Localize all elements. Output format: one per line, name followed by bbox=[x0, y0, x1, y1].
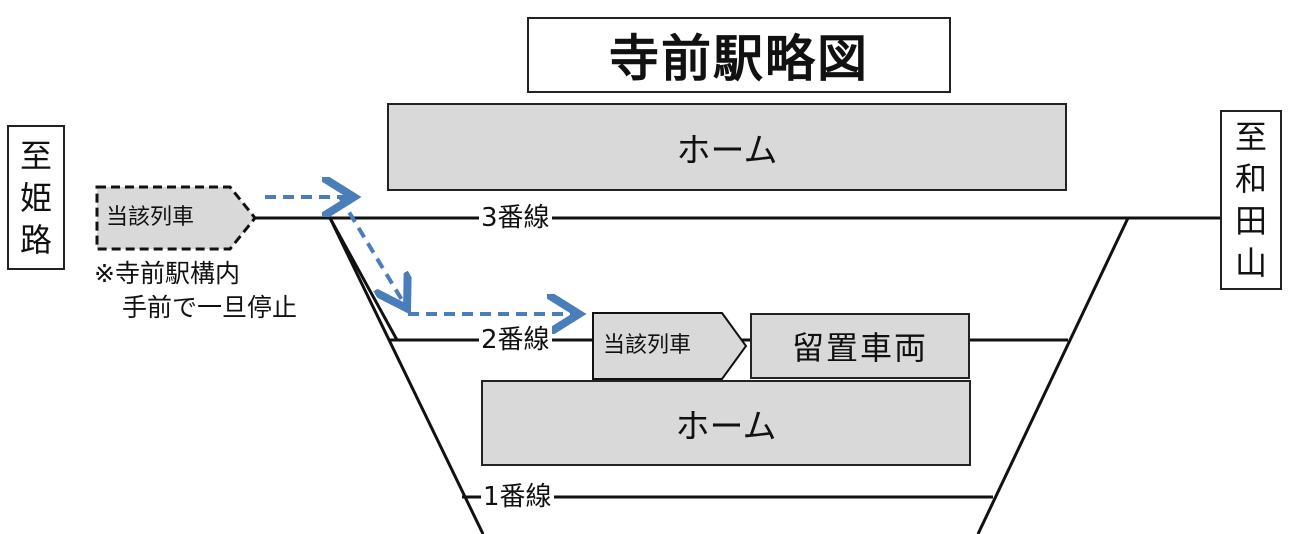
destination-right-char: 至 bbox=[1234, 118, 1267, 156]
stop-note-line2: 手前で一旦停止 bbox=[122, 293, 298, 322]
platform-lower-label: ホーム bbox=[675, 406, 777, 447]
diagram-title-text: 寺前駅略図 bbox=[609, 30, 869, 88]
parked-vehicle: 留置車両 bbox=[750, 313, 970, 379]
arrived-train-shape bbox=[592, 312, 748, 380]
destination-right-char: 田 bbox=[1234, 202, 1267, 240]
movement-path-arrow-2 bbox=[338, 195, 405, 305]
destination-left-char: 路 bbox=[19, 220, 52, 259]
platform-upper-label: ホーム bbox=[676, 130, 778, 171]
destination-right-char: 和 bbox=[1234, 160, 1267, 198]
track-3-label: 3番線 bbox=[479, 203, 552, 233]
platform-lower: ホーム bbox=[481, 380, 971, 466]
right-diverge-line bbox=[976, 217, 1130, 534]
approaching-train-shape bbox=[95, 185, 257, 251]
destination-right-char: 山 bbox=[1234, 244, 1267, 282]
destination-left-char: 姫 bbox=[19, 178, 52, 217]
destination-right: 至 和 田 山 bbox=[1220, 110, 1282, 290]
destination-left: 至 姫 路 bbox=[7, 125, 65, 270]
approaching-train-label: 当該列車 bbox=[106, 205, 195, 230]
destination-left-char: 至 bbox=[19, 136, 52, 175]
track-2-label: 2番線 bbox=[479, 325, 552, 355]
parked-vehicle-label: 留置車両 bbox=[791, 329, 928, 367]
track-1-label: 1番線 bbox=[481, 482, 554, 512]
diagram-title: 寺前駅略図 bbox=[527, 17, 951, 93]
platform-upper: ホーム bbox=[387, 103, 1067, 191]
arrived-train-label: 当該列車 bbox=[603, 333, 692, 358]
left-diverge-outer bbox=[328, 217, 485, 534]
stop-note-line1: ※寺前駅構内 bbox=[94, 259, 240, 288]
